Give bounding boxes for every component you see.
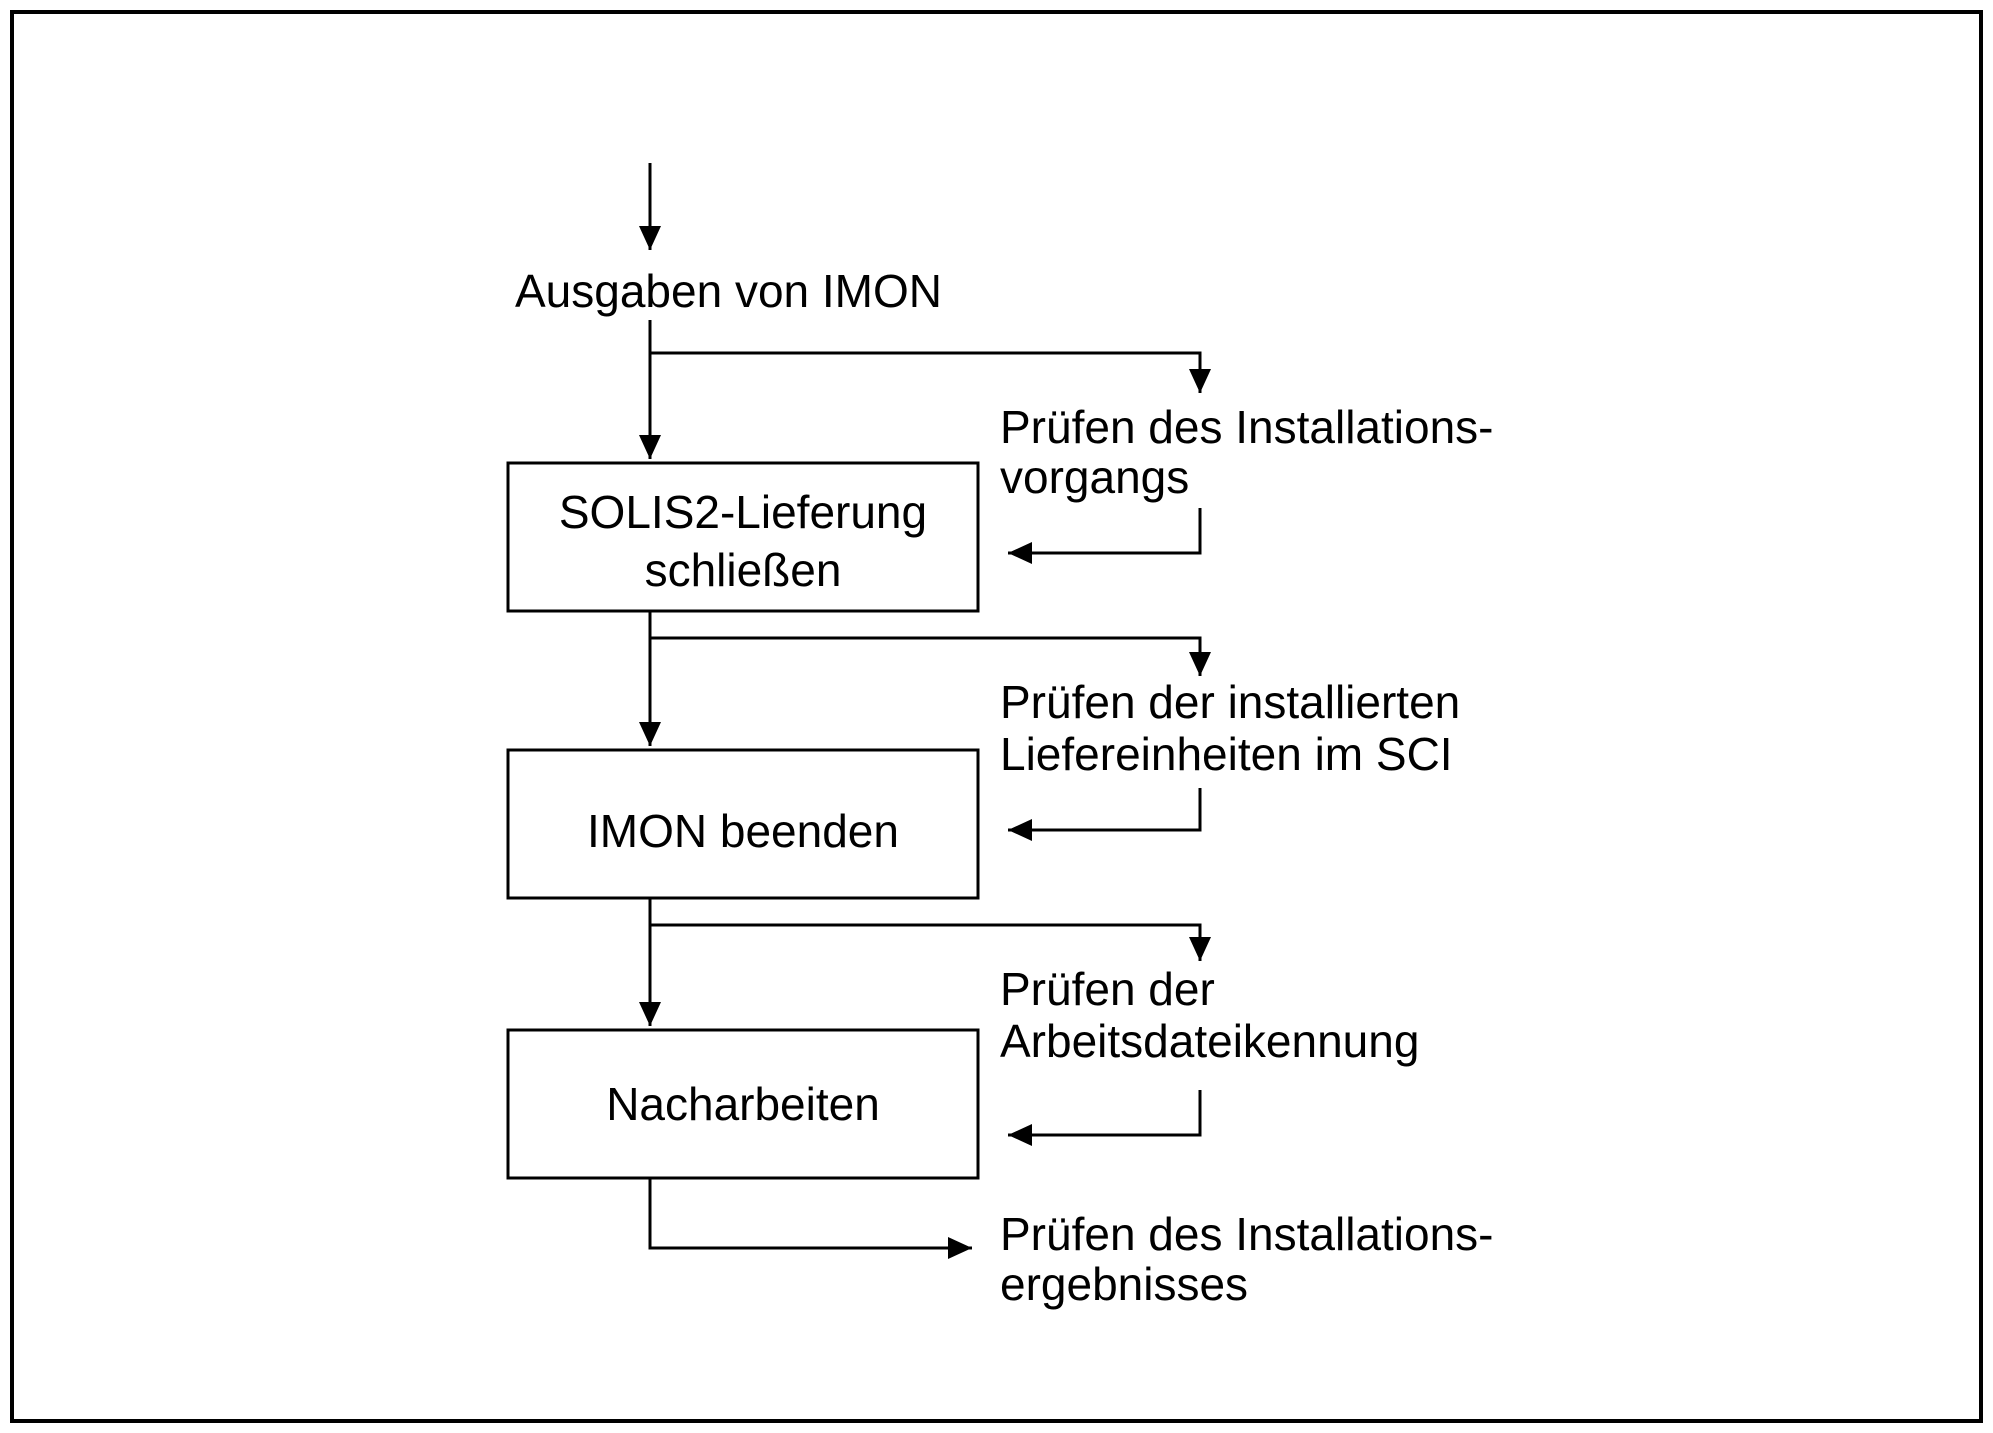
exit-note-line-1: Prüfen des Installations-	[1000, 1208, 1494, 1260]
side-note-2-line-1: Prüfen der installierten	[1000, 676, 1460, 728]
page-border	[10, 10, 1983, 1423]
branch-arrow-3	[650, 923, 1211, 961]
feedback-arrow-1	[1008, 508, 1202, 564]
box-solis2-lieferung-schliessen	[506, 461, 980, 613]
side-note-2-line-2: Liefereinheiten im SCI	[1000, 728, 1453, 780]
feedback-arrow-2	[1008, 788, 1202, 841]
side-note-3-line-1: Prüfen der	[1000, 963, 1215, 1015]
box-imon-line-1: IMON beenden	[587, 805, 899, 857]
side-note-3-line-2: Arbeitsdateikennung	[1000, 1015, 1419, 1067]
entry-label: Ausgaben von IMON	[515, 265, 942, 317]
box-solis2-line-1: SOLIS2-Lieferung	[559, 486, 927, 538]
box-solis2-line-2: schließen	[645, 544, 842, 596]
exit-arrow	[648, 1178, 972, 1259]
branch-arrow-1	[650, 351, 1211, 393]
side-note-1-line-2: vorgangs	[1000, 451, 1189, 503]
exit-note-line-2: ergebnisses	[1000, 1258, 1248, 1310]
side-note-1-line-1: Prüfen des Installations-	[1000, 401, 1494, 453]
feedback-arrow-3	[1008, 1090, 1202, 1146]
box-imon-beenden	[506, 748, 980, 900]
box-nacharbeiten-line-1: Nacharbeiten	[606, 1078, 880, 1130]
box-nacharbeiten	[506, 1028, 980, 1180]
branch-arrow-2	[650, 636, 1211, 676]
